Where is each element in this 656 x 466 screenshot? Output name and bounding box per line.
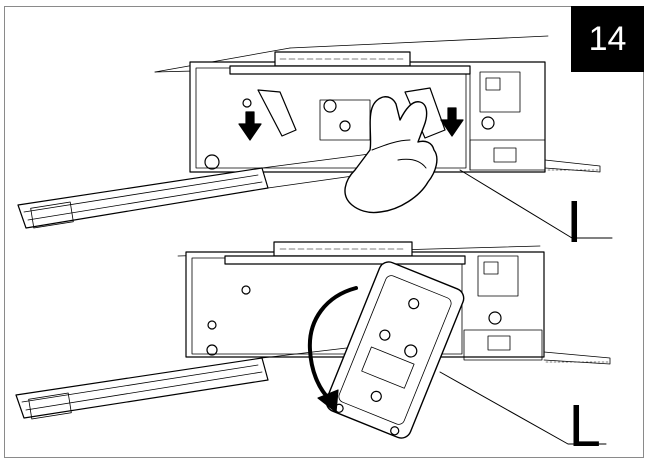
callout-label-l: L xyxy=(568,395,600,460)
bottom-assembly xyxy=(15,241,611,445)
top-assembly xyxy=(17,35,613,239)
step-number-badge: 14 xyxy=(571,6,644,72)
hand-icon xyxy=(344,96,438,214)
callout-label-i: I xyxy=(566,191,583,256)
rotate-arrow-icon xyxy=(307,286,358,413)
diagram-frame xyxy=(4,6,644,458)
down-arrow-icon xyxy=(238,111,262,141)
tilted-module xyxy=(325,261,465,439)
down-arrow-icon xyxy=(440,107,464,137)
